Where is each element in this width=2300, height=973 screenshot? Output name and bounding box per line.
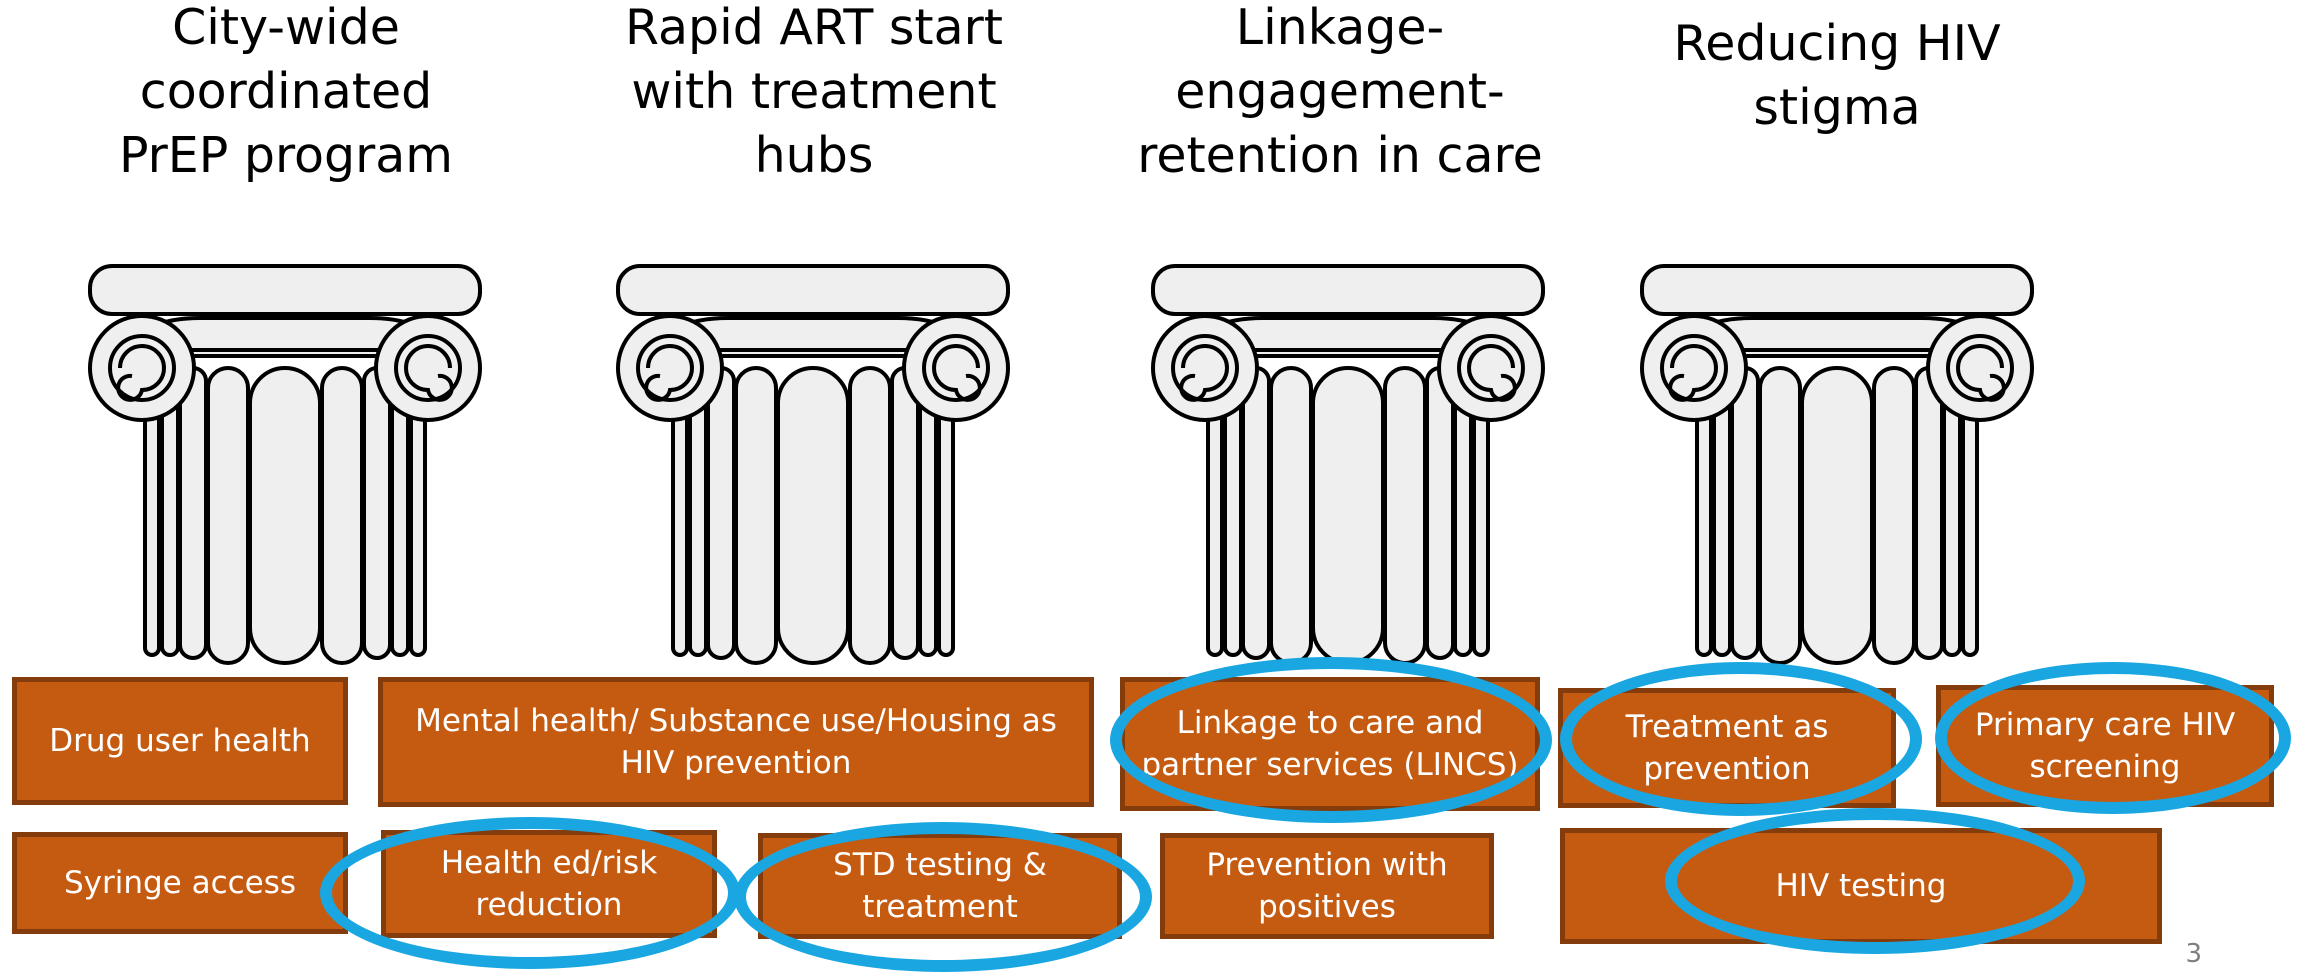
pillar-heading-linkage: Linkage-engagement-retention in care	[1137, 0, 1543, 184]
page-number: 3	[2185, 939, 2202, 969]
block-std-testing: STD testing & treatment	[758, 833, 1122, 939]
block-lincs: Linkage to care and partner services (LI…	[1120, 677, 1540, 811]
block-prevention-positives: Prevention with positives	[1160, 833, 1494, 939]
block-primary-care-screening: Primary care HIV screening	[1936, 685, 2274, 807]
pillar-heading-stigma: Reducing HIV stigma	[1673, 15, 2001, 136]
block-mental-health-housing: Mental health/ Substance use/Housing as …	[378, 677, 1094, 807]
block-treatment-as-prevention: Treatment as prevention	[1558, 688, 1896, 808]
block-hiv-testing: HIV testing	[1560, 828, 2162, 944]
block-syringe-access: Syringe access	[12, 832, 348, 934]
block-health-ed: Health ed/risk reduction	[381, 830, 717, 938]
ionic-pillar-art	[608, 258, 1018, 668]
block-drug-user-health: Drug user health	[12, 677, 348, 805]
ionic-pillar-prep	[80, 258, 490, 668]
pillar-heading-prep: City-wide coordinated PrEP program	[118, 0, 454, 184]
ionic-pillar-stigma	[1632, 258, 2042, 668]
pillar-heading-art: Rapid ART start with treatment hubs	[624, 0, 1004, 184]
ionic-pillar-linkage	[1143, 258, 1553, 668]
